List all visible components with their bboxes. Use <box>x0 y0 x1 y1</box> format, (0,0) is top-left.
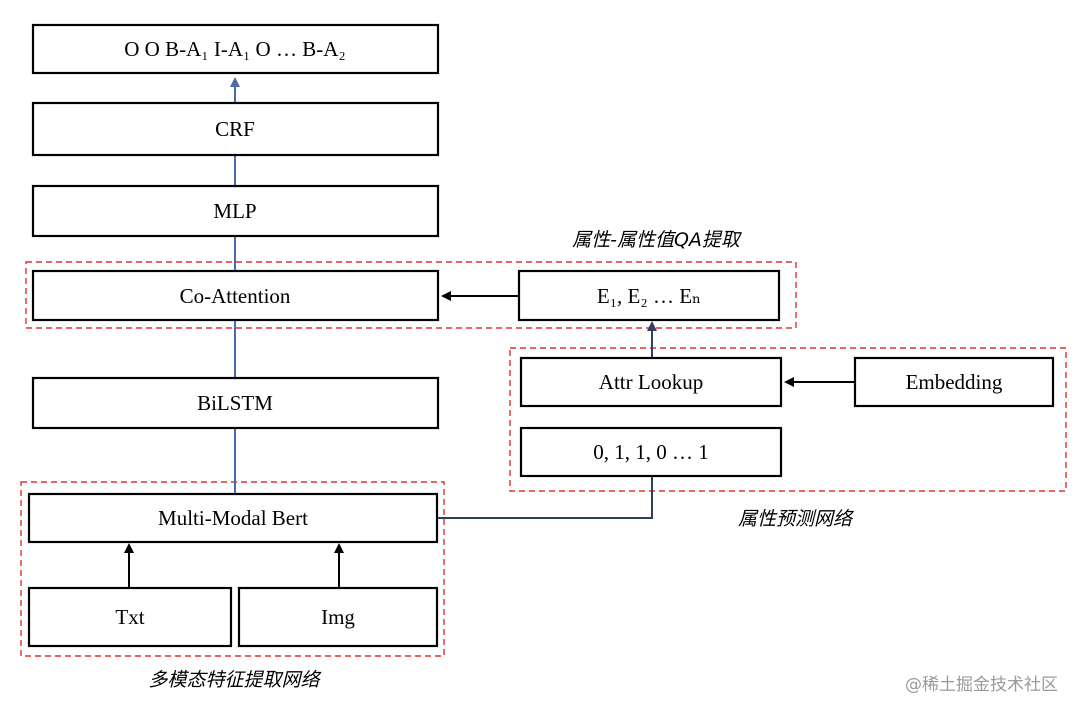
mlp-label: MLP <box>213 199 256 223</box>
group-multimodal-extraction <box>20 481 445 657</box>
output-sequence-label: O O B-A₁ I-A₁ O … B-A₂ <box>124 37 345 61</box>
crf-label: CRF <box>215 117 255 141</box>
multimodal-bert-label: Multi-Modal Bert <box>158 506 308 530</box>
attr-lookup-node: Attr Lookup <box>519 356 783 408</box>
bilstm-label: BiLSTM <box>197 391 273 415</box>
img-label: Img <box>321 605 355 629</box>
embedding-label: Embedding <box>906 370 1003 394</box>
watermark-text: @稀土掘金技术社区 <box>905 675 1058 695</box>
connector-bert-to-vector <box>437 474 653 519</box>
txt-label: Txt <box>115 605 144 629</box>
co-attention-label: Co-Attention <box>180 284 291 308</box>
binary-vector-node: 0, 1, 1, 0 … 1 <box>519 426 783 478</box>
embeddings-seq-label: E₁, E₂ … Eₙ <box>597 284 701 308</box>
embeddings-seq-node: E₁, E₂ … Eₙ <box>517 269 781 322</box>
attr-prediction-caption: 属性预测网络 <box>738 508 854 530</box>
output-sequence-node: O O B-A₁ I-A₁ O … B-A₂ <box>31 23 440 75</box>
txt-node: Txt <box>27 586 233 648</box>
multimodal-extraction-caption: 多模态特征提取网络 <box>148 669 321 691</box>
attr-lookup-label: Attr Lookup <box>599 370 703 394</box>
img-node: Img <box>237 586 439 648</box>
crf-node: CRF <box>31 101 440 157</box>
embedding-node: Embedding <box>853 356 1055 408</box>
binary-vector-label: 0, 1, 1, 0 … 1 <box>593 440 709 464</box>
group-qa-extraction <box>25 261 797 329</box>
bilstm-node: BiLSTM <box>31 376 440 430</box>
mlp-node: MLP <box>31 184 440 238</box>
co-attention-node: Co-Attention <box>31 269 440 322</box>
multimodal-bert-node: Multi-Modal Bert <box>27 492 439 544</box>
qa-extraction-caption: 属性-属性值QA提取 <box>572 229 743 251</box>
